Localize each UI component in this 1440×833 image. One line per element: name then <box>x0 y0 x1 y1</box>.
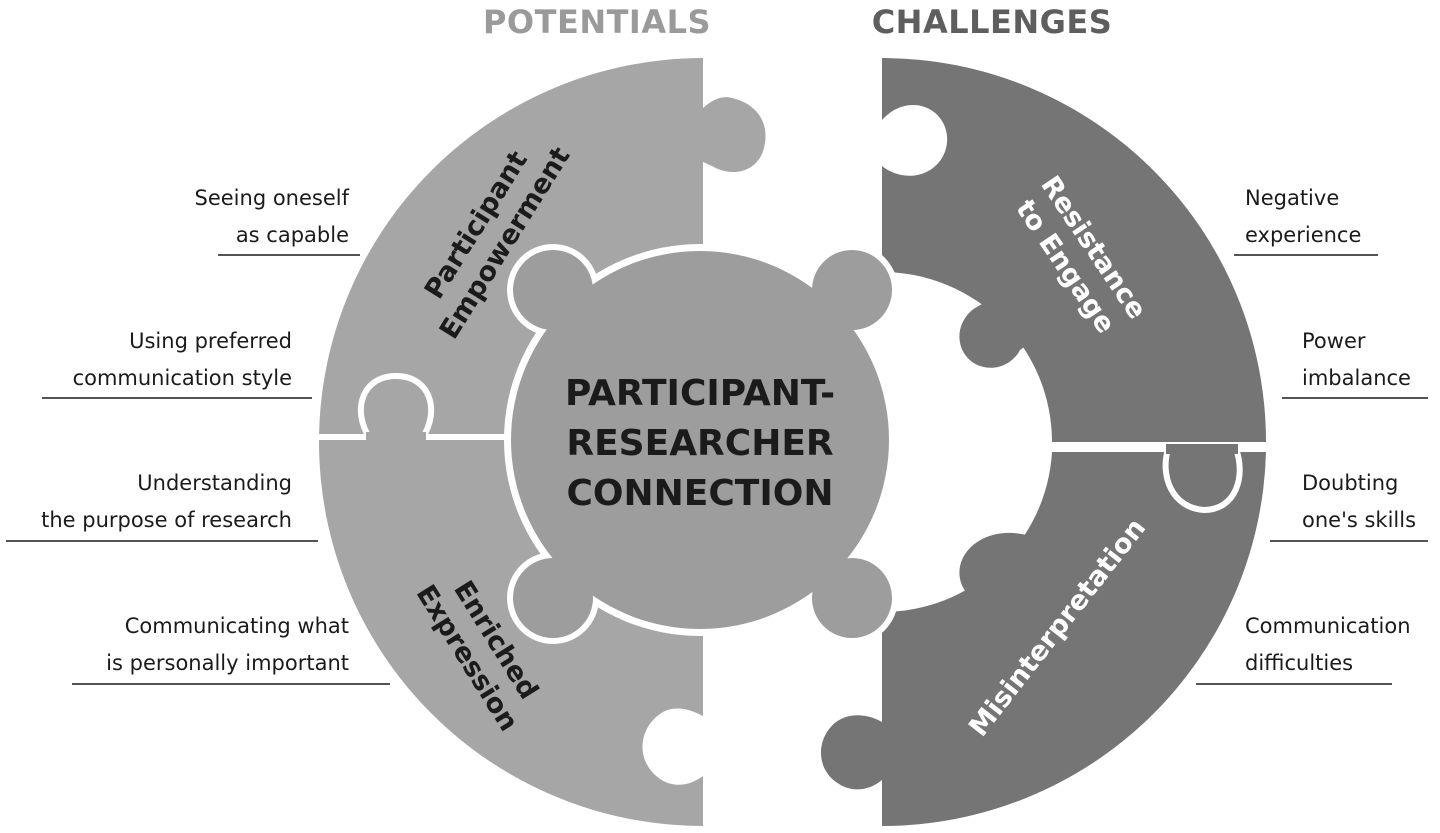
challenge-label-2-line1: Power <box>1302 329 1366 353</box>
center-label-line2: RESEARCHER <box>566 423 833 464</box>
challenge-label-3-line2: one's skills <box>1302 508 1416 532</box>
center-piece: PARTICIPANT- RESEARCHER CONNECTION <box>504 244 898 644</box>
misinterpretation-tab <box>821 715 882 790</box>
potential-label-2-line1: Using preferred <box>129 329 292 353</box>
center-knob-top-left <box>513 250 593 330</box>
center-knob-top-right <box>812 250 892 330</box>
misinterpretation-inner-knob <box>959 532 1040 604</box>
center-label-line1: PARTICIPANT- <box>565 373 835 414</box>
resistance-notch <box>882 105 948 176</box>
potential-label-1-line2: as capable <box>236 223 349 247</box>
challenge-label-4-line2: difficulties <box>1245 651 1353 675</box>
challenge-label-1-line2: experience <box>1245 223 1361 247</box>
challenge-label-1-line1: Negative <box>1245 186 1339 210</box>
challenges-ring <box>821 58 1266 827</box>
expression-notch <box>642 708 703 785</box>
potentials-labels: Seeing oneself as capable Using preferre… <box>6 186 390 685</box>
center-knob-bottom-left <box>513 558 593 638</box>
empowerment-tab <box>703 97 766 172</box>
potential-label-2-line2: communication style <box>73 366 292 390</box>
challenges-labels: Negative experience Power imbalance Doub… <box>1196 186 1428 685</box>
resistance-piece <box>882 58 1266 442</box>
misinterpretation-piece <box>882 452 1266 827</box>
challenge-label-4-line1: Communication <box>1245 614 1411 638</box>
potential-label-4-line1: Communicating what <box>125 614 349 638</box>
potential-label-3-line1: Understanding <box>137 471 292 495</box>
resistance-inner-knob <box>959 298 1040 368</box>
potential-label-3-line2: the purpose of research <box>41 508 292 532</box>
potential-label-4-line2: is personally important <box>106 651 349 675</box>
potential-label-1-line1: Seeing oneself <box>195 186 350 210</box>
center-label-line3: CONNECTION <box>567 473 834 514</box>
center-knob-bottom-right <box>812 558 892 638</box>
challenge-label-2-line2: imbalance <box>1302 366 1411 390</box>
challenges-header: CHALLENGES <box>872 3 1113 41</box>
potentials-header: POTENTIALS <box>483 3 711 41</box>
challenge-label-3-line1: Doubting <box>1302 471 1398 495</box>
